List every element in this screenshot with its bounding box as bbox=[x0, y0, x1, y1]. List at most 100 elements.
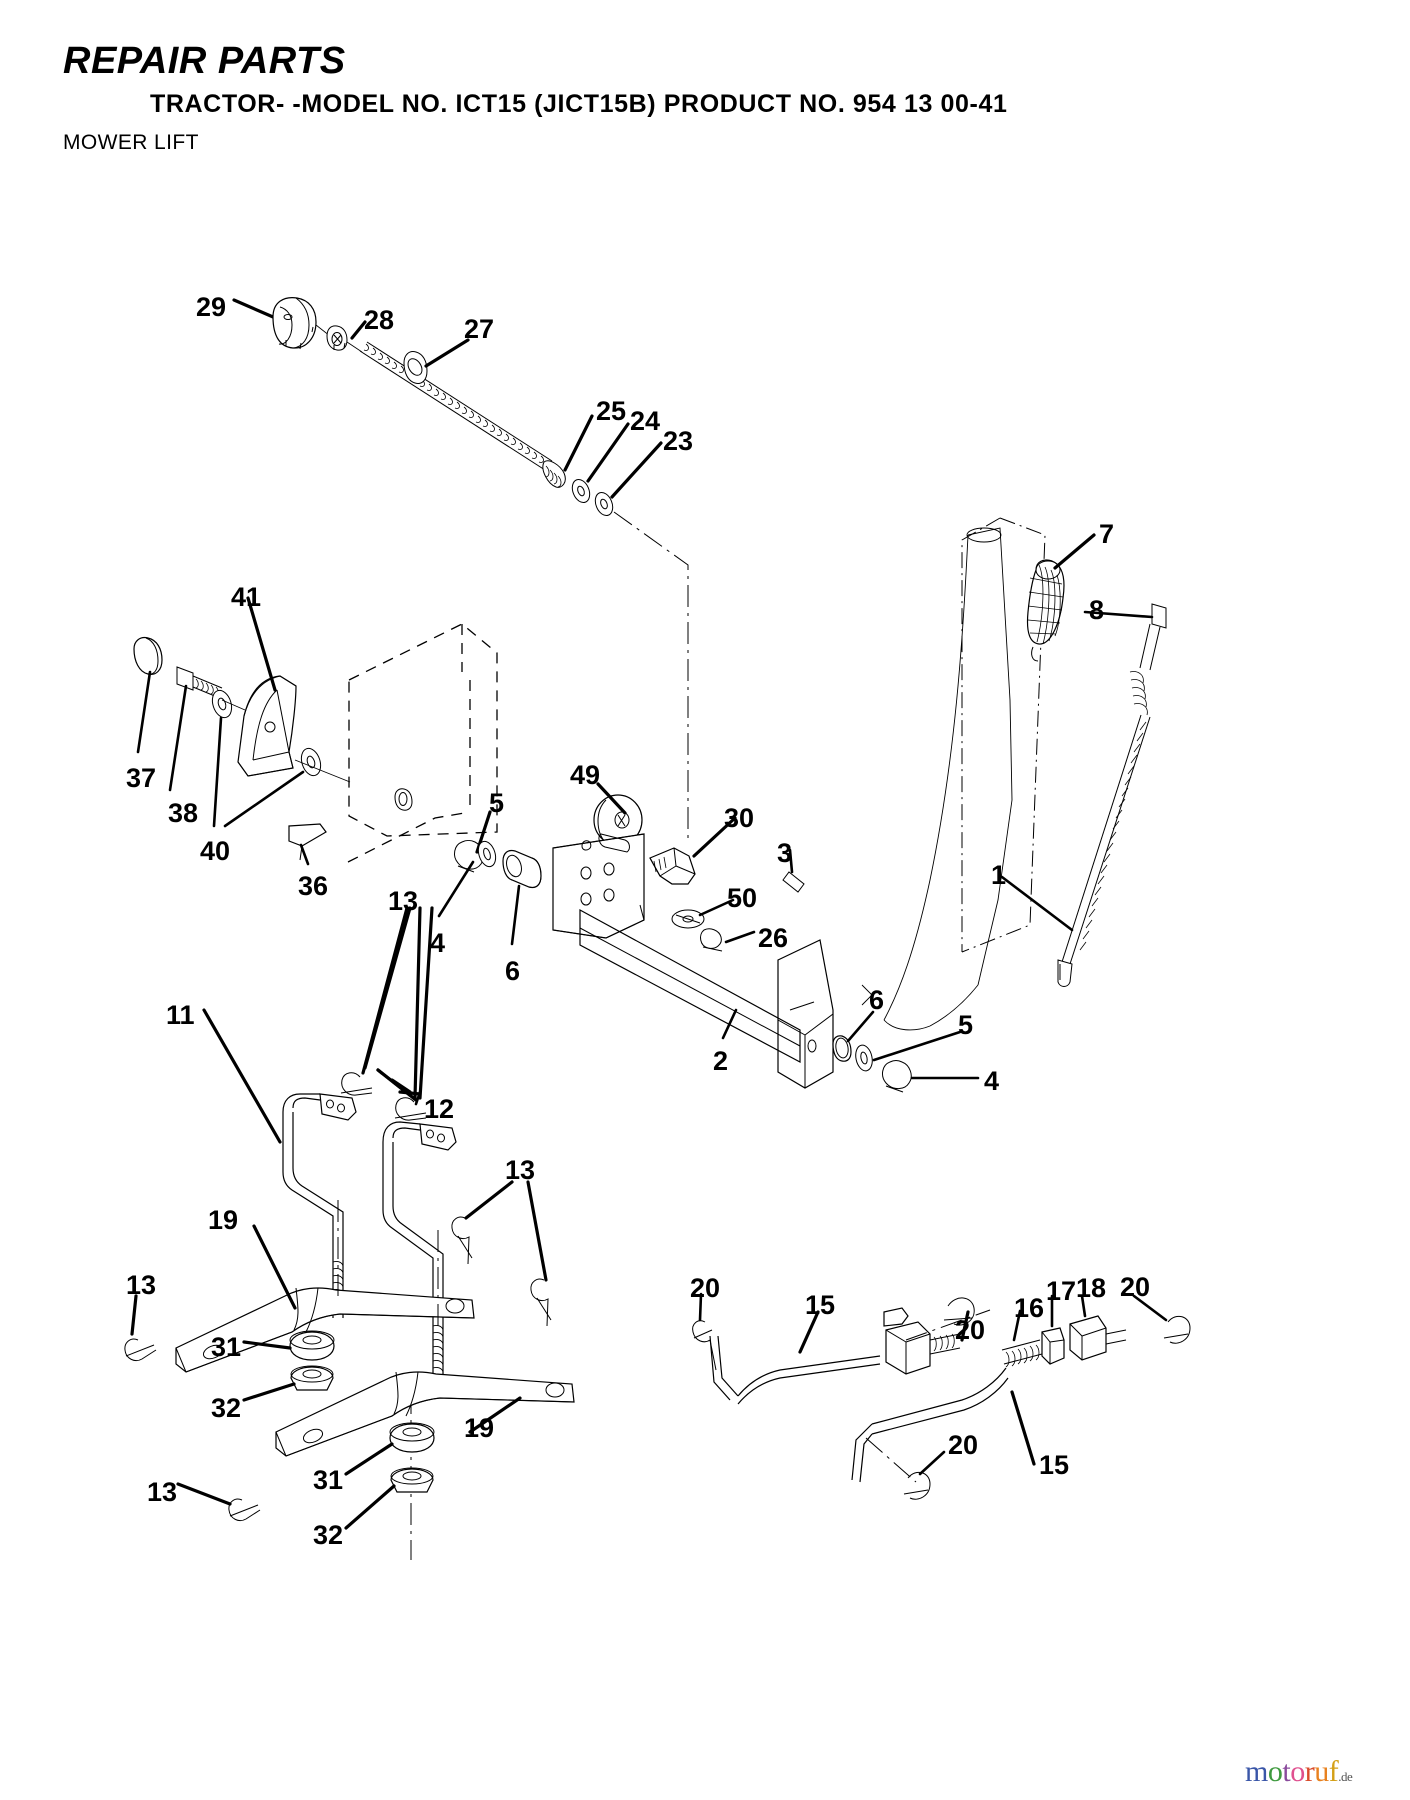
part-callout-13b: 13 bbox=[505, 1155, 536, 1185]
part-19-lift-arm-lower bbox=[275, 1371, 575, 1457]
part-callout-37: 37 bbox=[126, 763, 157, 793]
part-callout-12: 12 bbox=[424, 1094, 455, 1124]
part-callout-23: 23 bbox=[663, 426, 694, 456]
part-callout-18: 18 bbox=[1076, 1273, 1107, 1303]
part-callout-13c: 13 bbox=[126, 1270, 157, 1300]
part-2-lift-shaft bbox=[579, 904, 834, 1089]
lift-bracket-plate bbox=[552, 833, 645, 939]
part-callout-36: 36 bbox=[298, 871, 329, 901]
watermark-motoruf: motoruf.de bbox=[1245, 1755, 1353, 1789]
part-17-nut bbox=[1041, 1327, 1065, 1365]
part-callout-5b: 5 bbox=[958, 1010, 974, 1040]
part-callout-32a: 32 bbox=[211, 1393, 242, 1423]
part-24-washer bbox=[571, 478, 591, 504]
part-27-threaded-rod bbox=[359, 341, 553, 471]
part-callout-24: 24 bbox=[630, 406, 661, 436]
part-callout-20c: 20 bbox=[1120, 1272, 1151, 1302]
part-callout-31a: 31 bbox=[211, 1332, 242, 1362]
wm-suffix-de: .de bbox=[1338, 1769, 1353, 1784]
panel-bushing bbox=[394, 788, 413, 811]
part-callout-25: 25 bbox=[596, 396, 627, 426]
part-12-link bbox=[382, 1121, 457, 1383]
part-31-bushing-lower bbox=[389, 1422, 435, 1453]
part-callout-32b: 32 bbox=[313, 1520, 344, 1550]
part-callout-49: 49 bbox=[570, 760, 601, 790]
part-13-clip-left-upper bbox=[124, 1338, 157, 1362]
part-callout-20a: 20 bbox=[690, 1273, 721, 1303]
wm-letter-r: r bbox=[1304, 1755, 1315, 1788]
part-32-nut-lower bbox=[390, 1467, 434, 1493]
part-31-bushing-upper bbox=[289, 1330, 335, 1361]
part-11-link bbox=[282, 1093, 357, 1319]
rod-coupler-block bbox=[883, 1307, 961, 1375]
part-callout-20b: 20 bbox=[955, 1315, 986, 1345]
part-41-bracket bbox=[237, 675, 297, 777]
part-40-washers bbox=[211, 689, 322, 777]
right-hardware-group bbox=[832, 1035, 912, 1093]
part-callout-31b: 31 bbox=[313, 1465, 344, 1495]
part-callout-19b: 19 bbox=[464, 1413, 495, 1443]
part-8-cable bbox=[1057, 603, 1167, 987]
part-callout-15b: 15 bbox=[1039, 1450, 1070, 1480]
page-title: REPAIR PARTS bbox=[63, 40, 346, 82]
part-callout-1: 1 bbox=[991, 860, 1007, 890]
part-callout-29: 29 bbox=[196, 292, 227, 322]
part-13-clips-right bbox=[451, 1216, 552, 1327]
part-callout-5a: 5 bbox=[489, 788, 505, 818]
part-15-rod-upper bbox=[709, 1335, 881, 1405]
part-7-grip bbox=[1026, 559, 1065, 662]
part-callout-40: 40 bbox=[200, 836, 231, 866]
part-callout-17: 17 bbox=[1046, 1276, 1077, 1306]
part-23-washer bbox=[594, 491, 614, 517]
part-16-spring bbox=[1001, 1339, 1043, 1368]
part-19-lift-arm-upper bbox=[175, 1287, 475, 1373]
part-26-cotter-pin bbox=[700, 928, 723, 952]
part-5-retaining-ring bbox=[454, 840, 484, 873]
wm-letter-o1: o bbox=[1267, 1755, 1283, 1788]
part-29-knob bbox=[272, 297, 317, 350]
part-callout-41: 41 bbox=[231, 582, 262, 612]
part-callout-27: 27 bbox=[464, 314, 495, 344]
wm-letter-m: m bbox=[1245, 1755, 1268, 1788]
part-6-bushing bbox=[502, 849, 542, 889]
part-callout-30: 30 bbox=[724, 803, 755, 833]
part-callout-11: 11 bbox=[166, 1000, 195, 1030]
part-callout-26: 26 bbox=[758, 923, 789, 953]
part-callout-13a: 13 bbox=[388, 886, 419, 916]
part-4-washer bbox=[477, 840, 497, 868]
wm-letter-o2: o bbox=[1290, 1755, 1305, 1788]
part-callout-50: 50 bbox=[727, 883, 758, 913]
wm-letter-t: t bbox=[1282, 1755, 1291, 1788]
part-37-cap bbox=[133, 636, 163, 675]
part-callout-7: 7 bbox=[1099, 519, 1115, 549]
part-36-clip bbox=[288, 823, 327, 861]
phantom-frame-panel bbox=[348, 623, 498, 837]
part-callout-28: 28 bbox=[364, 305, 395, 335]
part-30-pivot-pin bbox=[649, 847, 696, 885]
section-subtitle: MOWER LIFT bbox=[63, 131, 199, 154]
part-callout-6a: 6 bbox=[505, 956, 521, 986]
part-callout-16: 16 bbox=[1014, 1293, 1045, 1323]
part-callout-4b: 4 bbox=[984, 1066, 1000, 1096]
part-callout-2: 2 bbox=[713, 1046, 729, 1076]
part-callout-15a: 15 bbox=[805, 1290, 836, 1320]
part-25-spring-sleeve bbox=[542, 460, 566, 488]
wm-letter-u: u bbox=[1314, 1755, 1329, 1788]
lift-lever-phantom bbox=[861, 517, 1046, 1031]
part-callout-8: 8 bbox=[1089, 595, 1105, 625]
part-13-clip-left-lower bbox=[228, 1498, 261, 1522]
wm-letter-f: f bbox=[1328, 1755, 1339, 1788]
part-13-hairpin-clips-upper bbox=[340, 1072, 427, 1121]
part-18-clamp bbox=[1069, 1315, 1127, 1361]
part-callout-3: 3 bbox=[777, 838, 793, 868]
part-callout-38: 38 bbox=[168, 798, 199, 828]
part-callout-20d: 20 bbox=[948, 1430, 979, 1460]
part-callout-4a: 4 bbox=[430, 928, 446, 958]
part-3-pin bbox=[782, 871, 805, 893]
part-callout-6b: 6 bbox=[869, 985, 885, 1015]
model-line: TRACTOR- -MODEL NO. ICT15 (JICT15B) PROD… bbox=[150, 90, 1008, 118]
part-15-rod-lower bbox=[851, 1367, 1009, 1483]
part-callout-19a: 19 bbox=[208, 1205, 239, 1235]
part-20-clip-bottom bbox=[903, 1471, 931, 1500]
